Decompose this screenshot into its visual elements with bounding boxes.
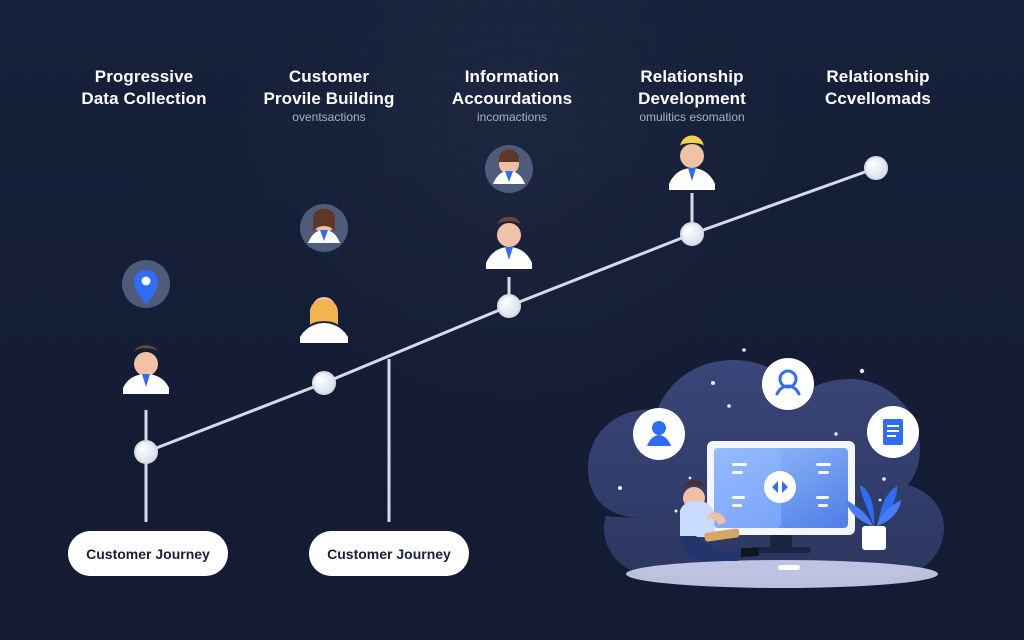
location-pin-icon — [122, 260, 170, 308]
stage-info-title-line2: Accourdations — [452, 89, 572, 108]
user-circle-icon — [633, 408, 685, 460]
journey-node-2 — [312, 371, 336, 395]
person-at-desk-icon — [680, 480, 759, 561]
plant-icon — [846, 485, 901, 550]
stage-labels: Progressive Data Collection Customer Pro… — [81, 67, 931, 124]
customer-journey-pill-left-label: Customer Journey — [86, 546, 210, 562]
stage-relationship-dev: Relationship Development omulitics esoma… — [638, 67, 746, 124]
document-icon — [867, 406, 919, 458]
journey-path — [134, 156, 888, 522]
floor-shadow — [626, 560, 938, 588]
stage-relationship-end-title-line2: Ccvellomads — [825, 89, 931, 108]
journey-pill-group: Customer Journey Customer Journey — [68, 531, 469, 576]
person-avatar-icon — [300, 204, 348, 252]
customer-journey-pill-right: Customer Journey — [309, 531, 469, 576]
stage-profile-title-line2: Provile Building — [263, 89, 394, 108]
stage-relationship-end-title-line1: Relationship — [826, 67, 929, 86]
stage-relationship-dev-title-line1: Relationship — [640, 67, 743, 86]
person-avatar-icon — [486, 216, 532, 269]
person-avatar-icon — [485, 145, 533, 193]
monitor-icon — [707, 441, 855, 553]
customer-journey-pill-right-label: Customer Journey — [327, 546, 451, 562]
journey-markers — [122, 135, 715, 394]
stage-profile: Customer Provile Building oventsactions — [263, 67, 394, 124]
stage-relationship-dev-subtitle: omulitics esomation — [639, 110, 744, 124]
person-avatar-icon — [123, 345, 169, 394]
person-avatar-icon — [669, 135, 715, 190]
stage-profile-subtitle: oventsactions — [292, 110, 365, 124]
stage-progressive: Progressive Data Collection — [81, 67, 206, 108]
stage-info: Information Accourdations incomactions — [452, 67, 572, 124]
stage-profile-title-line1: Customer — [289, 67, 369, 86]
person-avatar-icon — [300, 297, 348, 343]
sparkle-icon — [618, 348, 886, 513]
journey-node-3 — [497, 294, 521, 318]
user-circle-icon — [762, 358, 814, 410]
stage-relationship-end: Relationship Ccvellomads — [825, 67, 931, 108]
stage-info-subtitle: incomactions — [477, 110, 547, 124]
journey-node-4 — [680, 222, 704, 246]
customer-journey-pill-left: Customer Journey — [68, 531, 228, 576]
stage-progressive-title-line2: Data Collection — [81, 89, 206, 108]
stage-relationship-dev-title-line2: Development — [638, 89, 746, 108]
stage-info-title-line1: Information — [465, 67, 560, 86]
journey-node-1 — [134, 440, 158, 464]
stage-progressive-title-line1: Progressive — [95, 67, 193, 86]
desk-accessory — [778, 565, 800, 570]
workspace-illustration — [588, 348, 944, 588]
journey-node-5 — [864, 156, 888, 180]
